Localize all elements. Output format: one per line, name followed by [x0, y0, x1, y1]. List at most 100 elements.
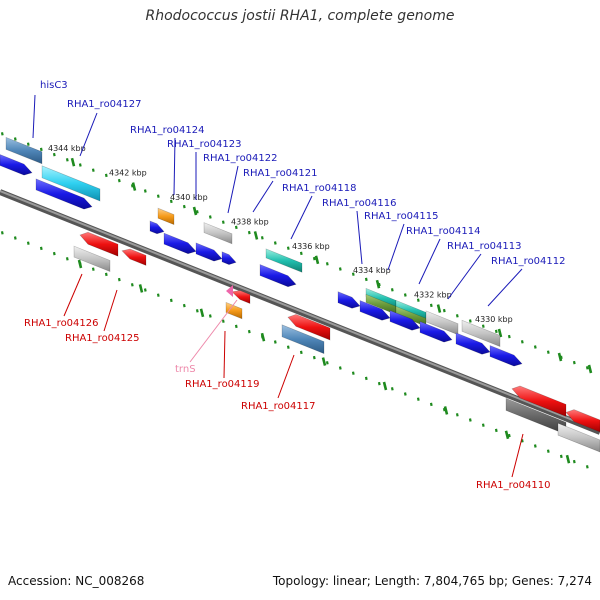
gene-label-ro04121[interactable]: RHA1_ro04121: [243, 168, 318, 179]
gene-labels: hisC3RHA1_ro04127RHA1_ro04124RHA1_ro0412…: [24, 80, 566, 491]
scale-tick: [77, 259, 83, 269]
scale-tick: [436, 304, 442, 313]
gene-forward-arrow[interactable]: [259, 264, 297, 288]
gene-ro04119-arrow[interactable]: [231, 290, 251, 304]
scale-tick: [587, 364, 593, 374]
leader-line: [103, 289, 118, 332]
gene-label-ro04112[interactable]: RHA1_ro04112: [491, 256, 566, 267]
genome-title: Rhodococcus jostii RHA1, complete genome: [145, 8, 455, 24]
gene-ro04122-box[interactable]: [203, 222, 233, 245]
leader-line: [79, 112, 98, 157]
leader-line: [511, 433, 524, 478]
leader-line: [387, 223, 405, 271]
gene-forward-arrow[interactable]: [455, 332, 491, 355]
scale-tick-label: 4344 kbp: [48, 144, 86, 153]
scale-tick: [192, 206, 198, 216]
gene-ro04112-arrow[interactable]: [489, 345, 523, 367]
leader-line: [447, 253, 482, 300]
leader-line: [32, 94, 36, 139]
gene-label-hisC3[interactable]: hisC3: [40, 80, 68, 91]
gene-ro04121-arrow[interactable]: [221, 251, 237, 265]
gene-forward-arrow[interactable]: [389, 310, 421, 331]
gene-label-ro04125[interactable]: RHA1_ro04125: [65, 333, 140, 344]
gene-label-ro04117[interactable]: RHA1_ro04117: [241, 401, 316, 412]
scale-tick: [260, 332, 266, 342]
gene-reverse-arrow[interactable]: [565, 409, 600, 433]
forward-guide-line: [0, 132, 589, 370]
leader-line: [277, 354, 295, 399]
gene-forward-arrow[interactable]: [35, 178, 93, 210]
gene-label-ro04116[interactable]: RHA1_ro04116: [322, 198, 397, 209]
gene-ro04117-arrow[interactable]: [287, 314, 331, 341]
gene-ro04117-box[interactable]: [281, 324, 325, 355]
genome-summary-text: Topology: linear; Length: 7,804,765 bp; …: [272, 574, 592, 588]
leader-line: [290, 195, 313, 240]
gene-label-ro04123[interactable]: RHA1_ro04123: [167, 139, 242, 150]
gene-ro04127-box[interactable]: [41, 165, 101, 202]
scale-tick: [138, 284, 144, 293]
scale-tick: [565, 454, 571, 464]
scale-tick-label: 4342 kbp: [109, 169, 147, 178]
scale-tick: [557, 352, 563, 362]
gene-ro04126-arrow[interactable]: [79, 231, 119, 257]
gene-label-ro04115[interactable]: RHA1_ro04115: [364, 211, 439, 222]
gene-label-ro04119[interactable]: RHA1_ro04119: [185, 379, 260, 390]
leader-line: [227, 165, 239, 214]
scale-tick-label: 4336 kbp: [292, 242, 330, 251]
gene-ro04123-arrow[interactable]: [163, 232, 197, 255]
scale-tick: [497, 328, 503, 338]
scale-tick-label: 4332 kbp: [414, 291, 452, 300]
gene-forward-arrow[interactable]: [359, 300, 391, 321]
gene-forward-arrow[interactable]: [149, 220, 165, 235]
scale-tick: [131, 182, 137, 191]
gene-label-ro04124[interactable]: RHA1_ro04124: [130, 125, 205, 136]
gene-label-ro04126[interactable]: RHA1_ro04126: [24, 318, 99, 329]
leader-line: [223, 330, 226, 379]
gene-ro04119-box[interactable]: [225, 301, 243, 320]
gene-forward-arrow[interactable]: [195, 242, 223, 262]
gene-ro04124-box[interactable]: [157, 207, 175, 226]
gene-label-ro04127[interactable]: RHA1_ro04127: [67, 99, 142, 110]
gene-reverse-box[interactable]: [73, 245, 111, 272]
gene-forward-arrow[interactable]: [0, 154, 33, 176]
gene-forward-arrow[interactable]: [419, 321, 453, 343]
gene-label-ro04113[interactable]: RHA1_ro04113: [447, 241, 522, 252]
trnS-marker[interactable]: [226, 285, 233, 297]
leader-line: [189, 299, 238, 363]
leader-line: [252, 180, 274, 213]
scale-tick: [504, 430, 510, 440]
scale-tick-label: 4330 kbp: [475, 315, 513, 324]
gene-label-ro04114[interactable]: RHA1_ro04114: [406, 226, 481, 237]
gene-ro04118-box[interactable]: [265, 248, 303, 273]
gene-reverse-box[interactable]: [557, 422, 600, 453]
scale-tick-label: 4334 kbp: [353, 266, 391, 275]
accession-text: Accession: NC_008268: [8, 574, 145, 588]
gene-forward-arrow[interactable]: [337, 291, 361, 309]
gene-hisC3-box[interactable]: [5, 136, 43, 165]
gene-label-ro04118[interactable]: RHA1_ro04118: [282, 183, 357, 194]
gene-ro04113-box[interactable]: [461, 319, 501, 347]
leader-line: [487, 268, 523, 307]
scale-tick: [321, 357, 327, 366]
leader-line: [356, 210, 363, 265]
scale-tick: [199, 308, 205, 318]
scale-ticks: 4344 kbp 4342 kbp 4340 kbp 4338 kbp 4336 kbp…: [48, 144, 593, 464]
scale-tick: [443, 406, 449, 415]
gene-reverse-arrow[interactable]: [511, 385, 567, 417]
scale-tick-label: 4340 kbp: [170, 193, 208, 202]
strand-lanes: [0, 132, 589, 469]
gene-features: [0, 136, 600, 453]
gene-label-ro04122[interactable]: RHA1_ro04122: [203, 153, 278, 164]
scale-tick-label: 4338 kbp: [231, 217, 269, 226]
leader-line: [63, 273, 83, 317]
scale-tick: [253, 231, 259, 240]
gene-ro04125-arrow[interactable]: [121, 248, 147, 266]
scale-tick: [382, 381, 388, 391]
scale-tick: [70, 157, 76, 167]
gene-label-ro04110[interactable]: RHA1_ro04110: [476, 480, 551, 491]
leader-line: [173, 137, 176, 196]
gene-label-trnS[interactable]: trnS: [175, 364, 196, 375]
scale-tick: [314, 255, 320, 265]
leader-line: [418, 238, 441, 285]
